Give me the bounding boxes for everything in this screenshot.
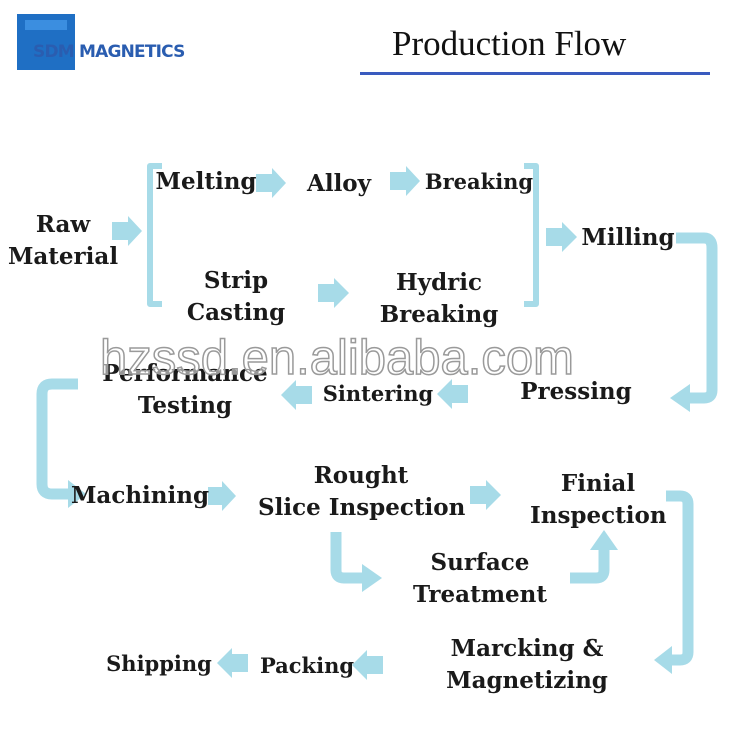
step-alloy-line1: Alloy: [306, 170, 372, 197]
step-raw-material-line1: Raw: [35, 211, 91, 238]
step-rought-slice-inspection-line1: Rought: [313, 462, 409, 489]
arrow-melting-to-alloy: [256, 168, 286, 198]
title-underline: [360, 72, 710, 75]
left-bracket: [147, 163, 162, 307]
step-performance-testing-line2: Testing: [137, 392, 233, 419]
step-raw-material-line2: Material: [7, 243, 119, 270]
arrow-machining-to-rought: [208, 481, 236, 511]
step-packing: Packing: [254, 650, 360, 682]
step-melting-line1: Melting: [155, 168, 257, 195]
step-surface-treatment-line1: Surface: [430, 549, 530, 576]
curve-performance-to-machining: [36, 378, 78, 500]
step-milling: Milling: [578, 222, 678, 254]
step-sintering: Sintering: [322, 378, 434, 410]
page-title: Production Flow: [392, 24, 627, 63]
elbow-rought-to-surface: [330, 532, 364, 584]
step-breaking-line1: Breaking: [424, 169, 534, 194]
step-strip-casting: Strip Casting: [182, 265, 290, 329]
arrow-raw-to-melting: [112, 216, 142, 246]
step-pressing: Pressing: [518, 376, 634, 408]
step-performance-testing: Performance Testing: [100, 358, 270, 422]
arrow-sintering-to-performance: [281, 380, 312, 410]
step-marcking-magnetizing-line2: Magnetizing: [446, 667, 608, 694]
step-hydric-breaking: Hydric Breaking: [376, 267, 502, 331]
step-rought-slice-inspection-line2: Slice Inspection: [258, 494, 466, 521]
step-raw-material: Raw Material: [4, 209, 122, 273]
step-surface-treatment-line2: Treatment: [412, 581, 548, 608]
arrow-to-milling: [546, 222, 577, 252]
logo-graphic: [17, 14, 75, 70]
head-surface: [362, 564, 382, 592]
arrow-strip-to-hydric: [318, 278, 349, 308]
head-pressing: [670, 384, 690, 412]
step-hydric-breaking-line2: Breaking: [379, 301, 499, 328]
step-performance-testing-line1: Performance: [102, 360, 268, 387]
head-finial: [590, 530, 618, 550]
step-finial-inspection-line1: Finial: [560, 470, 636, 497]
head-marcking: [654, 646, 672, 674]
step-finial-inspection-line2: Inspection: [530, 502, 667, 529]
arrow-rought-to-finial: [470, 480, 501, 510]
right-bracket: [524, 163, 539, 307]
step-pressing-line1: Pressing: [520, 378, 632, 405]
step-packing-line1: Packing: [259, 653, 355, 678]
step-alloy: Alloy: [300, 168, 378, 200]
company-logo: SDM MAGNETICS: [17, 14, 197, 70]
step-machining-line1: Machining: [70, 482, 210, 509]
step-strip-casting-line2: Casting: [186, 299, 286, 326]
step-rought-slice-inspection: Rought Slice Inspection: [258, 460, 466, 524]
step-machining: Machining: [70, 480, 210, 512]
step-shipping: Shipping: [100, 648, 218, 680]
curve-milling-to-pressing: [676, 232, 718, 404]
step-hydric-breaking-line1: Hydric: [395, 269, 483, 296]
step-milling-line1: Milling: [581, 224, 675, 251]
step-finial-inspection: Finial Inspection: [530, 468, 667, 532]
step-melting: Melting: [154, 166, 258, 198]
curve-finial-to-marcking: [666, 490, 694, 666]
step-surface-treatment: Surface Treatment: [410, 547, 550, 611]
step-sintering-line1: Sintering: [322, 381, 434, 406]
watermark-text: hzssd.en.alibaba.com: [99, 330, 574, 386]
step-breaking: Breaking: [424, 166, 534, 198]
arrow-marcking-to-packing: [352, 650, 383, 680]
step-strip-casting-line1: Strip: [203, 267, 269, 294]
elbow-surface-to-finial: [570, 548, 610, 584]
arrow-packing-to-shipping: [217, 648, 248, 678]
arrow-alloy-to-breaking: [390, 166, 420, 196]
logo-text: SDM MAGNETICS: [33, 42, 185, 62]
arrow-pressing-to-sintering: [437, 379, 468, 409]
head-machining: [68, 480, 86, 508]
step-marcking-magnetizing: Marcking & Magnetizing: [446, 633, 608, 697]
step-marcking-magnetizing-line1: Marcking &: [450, 635, 604, 662]
step-shipping-line1: Shipping: [106, 651, 212, 676]
